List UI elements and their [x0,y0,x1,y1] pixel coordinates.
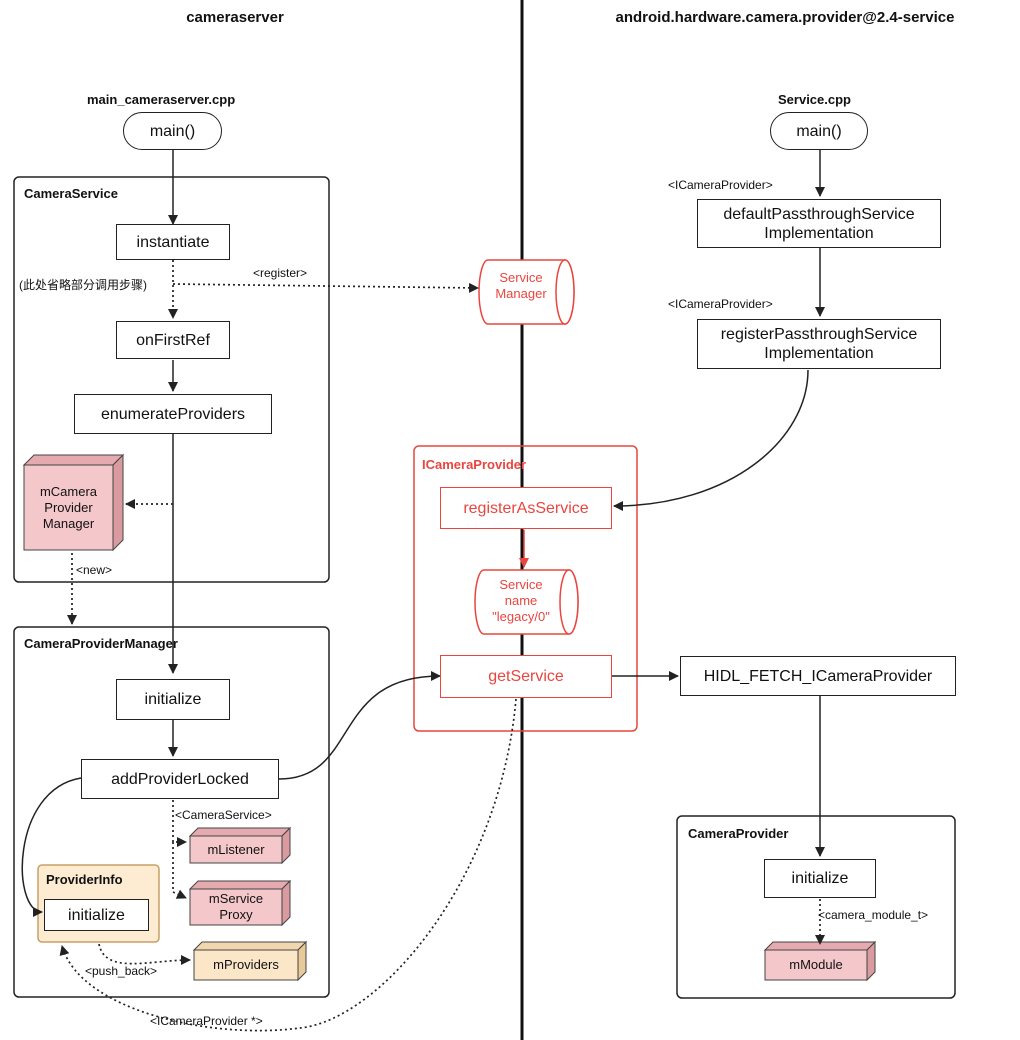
camera-provider-manager-title: CameraProviderManager [24,636,178,651]
get-service-node: getService [440,655,612,698]
enumerate-providers-node: enumerateProviders [74,394,272,434]
main-cameraserver-file-label: main_cameraserver.cpp [87,92,236,107]
icamera-provider-title: ICameraProvider [422,457,527,472]
cameraserver-header: cameraserver [186,9,284,26]
on-first-ref-node: onFirstRef [116,321,230,359]
m-providers-label: mProviders [213,957,279,972]
omitted-steps-note: (此处省略部分调用步骤) [19,278,147,292]
camera-module-type-label: <camera_module_t> [818,908,929,922]
m-module-cube [763,940,877,982]
icamera-provider-pointer-label: <ICameraProvider *> [150,1014,263,1028]
instantiate-node: instantiate [116,224,230,260]
dotted-arrows [59,260,825,1032]
main-right-node: main() [770,112,868,150]
camera-service-container [13,176,330,583]
service-manager-cylinder [478,259,575,325]
m-service-proxy-label: mService Proxy [208,891,264,922]
icamera-provider-type-label-2: <ICameraProvider> [668,297,773,311]
push-back-label: <push_back> [85,964,158,978]
initialize-camera-provider-node: initialize [764,859,876,898]
m-camera-provider-manager-label: mCamera Provider Manager [39,484,98,531]
m-listener-label: mListener [207,842,265,857]
provider-service-header: android.hardware.camera.provider@2.4-ser… [615,9,955,26]
camera-provider-container [676,815,956,999]
icamera-provider-container [413,445,638,732]
m-module-label: mModule [789,957,843,972]
service-name-label: Service name "legacy/0" [492,577,550,624]
initialize-provider-info-node: initialize [44,899,149,931]
m-listener-cube [188,826,292,865]
default-passthrough-node: defaultPassthroughService Implementation [697,199,941,248]
m-providers-cube [192,940,308,982]
m-camera-provider-manager-cube [22,453,125,552]
service-name-cylinder [474,569,579,635]
add-provider-locked-node: addProviderLocked [81,759,279,799]
register-label: <register> [253,266,308,280]
service-cpp-file-label: Service.cpp [778,92,851,107]
camera-provider-manager-container [13,626,330,998]
service-manager-label: Service Manager [495,270,547,301]
icamera-provider-type-label-1: <ICameraProvider> [668,178,773,192]
camera-provider-title: CameraProvider [688,826,789,841]
register-as-service-node: registerAsService [440,487,612,529]
solid-arrows [21,150,825,917]
register-passthrough-node: registerPassthroughService Implementatio… [697,319,941,369]
m-service-proxy-cube [188,879,292,927]
hidl-fetch-node: HIDL_FETCH_ICameraProvider [680,656,956,696]
new-label: <new> [76,563,113,577]
provider-info-title: ProviderInfo [46,872,123,887]
main-left-node: main() [123,112,222,150]
initialize-cpm-node: initialize [116,679,230,720]
camera-service-title: CameraService [24,186,118,201]
camera-service-type-label: <CameraService> [175,808,272,822]
